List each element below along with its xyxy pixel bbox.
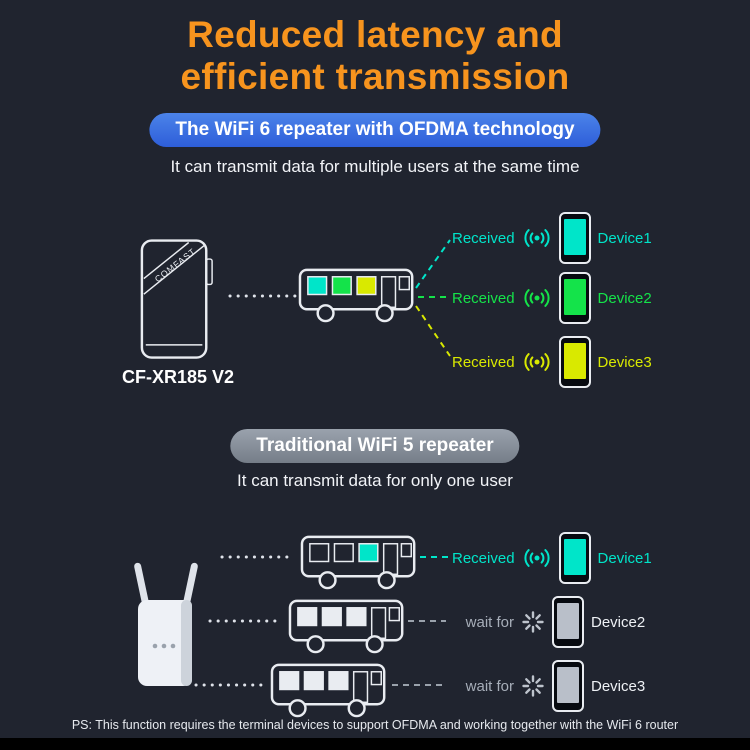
wifi6-subtitle: It can transmit data for multiple users …: [170, 157, 580, 176]
wifi6-device-row-2: Received Device2: [452, 272, 652, 324]
device-label: Device1: [597, 229, 652, 247]
status-label: Received: [452, 353, 515, 371]
wifi5-device-row-2: wait for Device2: [452, 596, 645, 648]
device-label: Device3: [591, 677, 646, 695]
wifi5-subtitle: It can transmit data for only one user: [237, 471, 513, 490]
wifi6-repeater-icon: COMFAST: [140, 239, 213, 359]
bottom-bar: [0, 738, 750, 750]
phone-icon: [558, 336, 591, 388]
phone-screen: [563, 539, 586, 575]
wifi-signal-icon: [522, 226, 552, 250]
page-title-line1: Reduced latency and: [187, 14, 563, 55]
status-label: Received: [452, 229, 515, 247]
wifi5-bus-icon-2: [288, 593, 416, 656]
wifi-signal-icon: [522, 286, 552, 310]
phone-screen: [557, 667, 579, 703]
wifi6-device-row-3: Received Device3: [452, 336, 652, 388]
footnote: PS: This function requires the terminal …: [71, 718, 679, 732]
phone-screen: [563, 343, 586, 379]
phone-screen: [557, 603, 579, 639]
wifi5-repeater-icon: [134, 562, 198, 686]
wifi5-bus-icon-1: [300, 529, 428, 592]
phone-icon: [552, 660, 584, 712]
repeater-model-label: CF-XR185 V2: [121, 367, 235, 387]
wait-spinner-icon: [521, 610, 545, 634]
phone-icon: [558, 272, 591, 324]
wifi5-device-row-3: wait for Device3: [452, 660, 645, 712]
device-label: Device2: [597, 289, 652, 307]
wifi5-device-row-1: Received Device1: [452, 532, 652, 584]
phone-icon: [558, 212, 591, 264]
wifi6-bus-icon: [298, 262, 426, 325]
wait-spinner-icon: [521, 674, 545, 698]
wifi5-banner: Traditional WiFi 5 repeater: [230, 429, 520, 463]
status-label: Received: [452, 549, 515, 567]
phone-screen: [563, 219, 586, 255]
wifi6-device-row-1: Received Device1: [452, 212, 652, 264]
wifi5-bus-icon-3: [270, 657, 398, 720]
phone-icon: [552, 596, 584, 648]
status-label: wait for: [465, 677, 514, 695]
wifi-signal-icon: [522, 546, 552, 570]
page-title-line2: efficient transmission: [180, 56, 570, 97]
wifi-signal-icon: [522, 350, 552, 374]
status-label: wait for: [465, 613, 514, 631]
wifi6-banner: The WiFi 6 repeater with OFDMA technolog…: [149, 113, 601, 147]
device-label: Device2: [591, 613, 646, 631]
device-label: Device1: [597, 549, 652, 567]
phone-screen: [563, 279, 586, 315]
phone-icon: [558, 532, 591, 584]
device-label: Device3: [597, 353, 652, 371]
status-label: Received: [452, 289, 515, 307]
